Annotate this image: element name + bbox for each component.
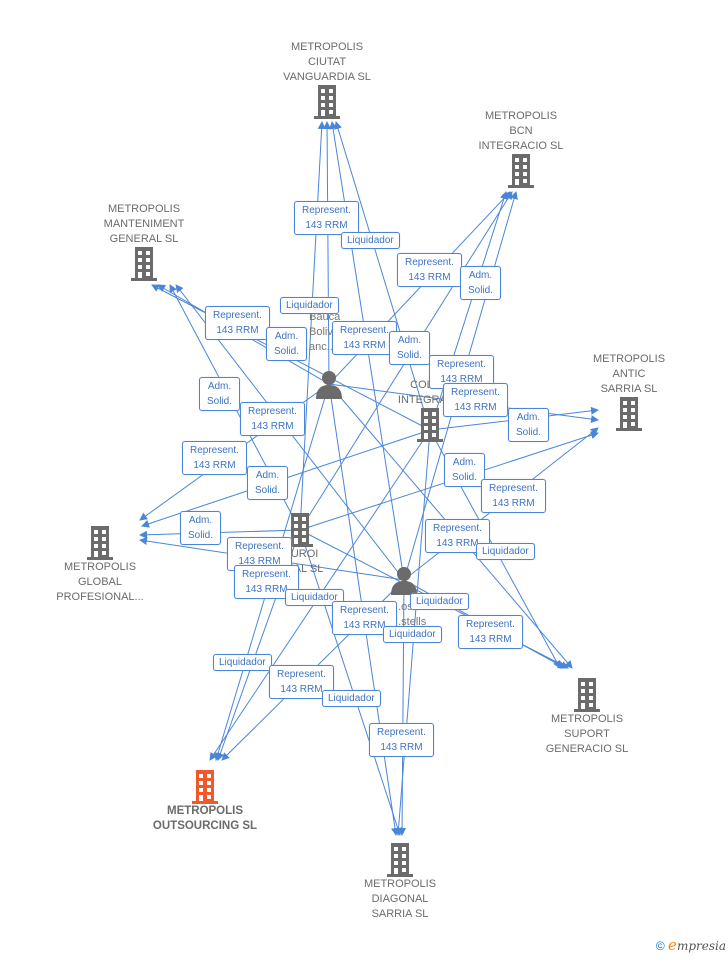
company-node-global[interactable]: METROPOLIS GLOBAL PROFESIONAL... [30, 526, 170, 605]
relation-label-liquidador[interactable]: Liquidador [410, 593, 469, 610]
empresia-footer[interactable]: © empresia [656, 936, 726, 954]
company-node-outsourcing[interactable]: METROPOLIS OUTSOURCING SL [135, 770, 275, 834]
company-node-manteniment[interactable]: METROPOLIS MANTENIMENT GENERAL SL [74, 202, 214, 281]
relation-label-adm[interactable]: Adm. Solid. [389, 331, 431, 365]
company-node-ciutat[interactable]: METROPOLIS CIUTAT VANGUARDIA SL [257, 40, 397, 119]
edge-line [398, 579, 407, 836]
company-node-antic[interactable]: METROPOLIS ANTIC SARRIA SL [559, 352, 699, 431]
company-name: METROPOLIS ANTIC SARRIA SL [592, 353, 666, 395]
relation-label-represent[interactable]: Represent. 143 RRM [369, 723, 434, 757]
edge-line [299, 121, 326, 531]
relation-label-represent[interactable]: Represent. 143 RRM [443, 383, 508, 417]
relation-label-liquidador[interactable]: Liquidador [322, 690, 381, 707]
relation-label-represent[interactable]: Represent. 143 RRM [234, 565, 299, 599]
relation-label-liquidador[interactable]: Liquidador [341, 232, 400, 249]
relation-label-adm[interactable]: Adm. Solid. [180, 511, 222, 545]
relation-label-represent[interactable]: Represent. 143 RRM [294, 201, 359, 235]
relation-label-adm[interactable]: Adm. Solid. [444, 453, 486, 487]
company-name: METROPOLIS OUTSOURCING SL [152, 805, 258, 832]
relation-label-adm[interactable]: Adm. Solid. [247, 466, 289, 500]
building-icon [508, 154, 534, 188]
relation-label-represent[interactable]: Represent. 143 RRM [397, 253, 462, 287]
building-icon [387, 843, 413, 877]
person-name: Bauca Boliv anc... [309, 311, 341, 353]
relation-label-liquidador[interactable]: Liquidador [280, 297, 339, 314]
relation-label-represent[interactable]: Represent. 143 RRM [481, 479, 546, 513]
company-node-bcn[interactable]: METROPOLIS BCN INTEGRACIO SL [451, 109, 591, 188]
relation-label-liquidador[interactable]: Liquidador [476, 543, 535, 560]
building-icon [131, 247, 157, 281]
person-node-p1[interactable] [314, 369, 344, 404]
relation-label-liquidador[interactable]: Liquidador [213, 654, 272, 671]
relation-label-adm[interactable]: Adm. Solid. [266, 327, 308, 361]
copyright-icon: © [655, 939, 665, 953]
company-name: METROPOLIS BCN INTEGRACIO SL [478, 110, 564, 152]
building-icon [287, 513, 313, 547]
relation-label-adm[interactable]: Adm. Solid. [460, 266, 502, 300]
building-icon [87, 526, 113, 560]
person-icon [391, 567, 417, 595]
relation-label-represent[interactable]: Represent. 143 RRM [205, 306, 270, 340]
person-icon [316, 371, 342, 399]
edge-line [323, 121, 332, 385]
relation-label-liquidador[interactable]: Liquidador [285, 589, 344, 606]
edge-line [429, 191, 508, 431]
building-icon [314, 85, 340, 119]
building-icon [417, 408, 443, 442]
relation-label-adm[interactable]: Adm. Solid. [508, 408, 550, 442]
company-node-diagonal[interactable]: METROPOLIS DIAGONAL SARRIA SL [330, 843, 470, 922]
edge-line [334, 121, 431, 431]
company-name: METROPOLIS MANTENIMENT GENERAL SL [103, 203, 185, 245]
relation-label-adm[interactable]: Adm. Solid. [199, 377, 241, 411]
relation-label-represent[interactable]: Represent. 143 RRM [332, 321, 397, 355]
relation-label-represent[interactable]: Represent. 143 RRM [182, 441, 247, 475]
building-icon [574, 678, 600, 712]
person-node-p2[interactable] [389, 565, 419, 600]
relation-label-liquidador[interactable]: Liquidador [383, 626, 442, 643]
relation-label-represent[interactable]: Represent. 143 RRM [240, 402, 305, 436]
company-name: METROPOLIS SUPORT GENERACIO SL [545, 713, 629, 755]
company-name: METROPOLIS CIUTAT VANGUARDIA SL [283, 41, 371, 83]
empresia-logo: empresia [668, 936, 726, 954]
relation-label-represent[interactable]: Represent. 143 RRM [458, 615, 523, 649]
company-name: METROPOLIS GLOBAL PROFESIONAL... [56, 561, 144, 603]
company-name: METROPOLIS DIAGONAL SARRIA SL [363, 878, 437, 920]
building-icon [192, 770, 218, 804]
relation-label-represent[interactable]: Represent. 143 RRM [269, 665, 334, 699]
relation-label-represent[interactable]: Represent. 143 RRM [425, 519, 490, 553]
building-icon [616, 397, 642, 431]
edge-line [299, 529, 402, 836]
company-node-suport[interactable]: METROPOLIS SUPORT GENERACIO SL [517, 678, 657, 757]
